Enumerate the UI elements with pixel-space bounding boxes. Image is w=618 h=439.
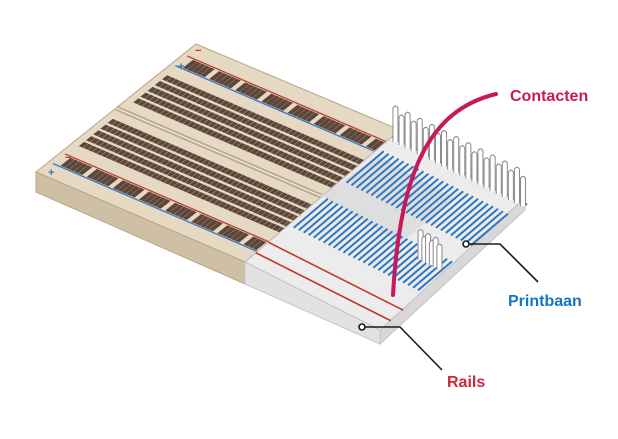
spring-clip	[437, 244, 442, 269]
spring-clip	[478, 149, 483, 185]
spring-clip	[442, 130, 447, 166]
spring-clip	[466, 143, 471, 179]
spring-clip	[484, 158, 489, 188]
rails-leader-dot	[359, 324, 365, 330]
label-rails: Rails	[447, 374, 485, 391]
spring-clip	[417, 118, 422, 154]
label-trace: Printbaan	[508, 293, 582, 310]
spring-clip	[435, 133, 440, 163]
trace-leader-dot	[463, 241, 469, 247]
spring-clip	[448, 140, 453, 170]
label-contacts: Contacten	[510, 88, 588, 105]
spring-clip	[472, 152, 477, 182]
spring-clip	[411, 121, 416, 151]
spring-clip	[496, 164, 501, 194]
plus-sign-bottom: +	[48, 167, 54, 179]
spring-clip	[490, 155, 495, 191]
minus-sign-top: −	[195, 45, 201, 57]
minus-sign-bottom: −	[65, 152, 71, 164]
spring-clip	[514, 167, 519, 203]
spring-clip	[393, 106, 398, 142]
spring-clip	[454, 137, 459, 173]
spring-clip	[521, 176, 526, 206]
spring-clip	[508, 170, 513, 200]
spring-clip	[502, 161, 507, 197]
spring-clip	[460, 146, 465, 176]
spring-clip	[399, 115, 404, 145]
spring-clip	[405, 112, 410, 148]
plus-sign-top: +	[178, 61, 184, 73]
